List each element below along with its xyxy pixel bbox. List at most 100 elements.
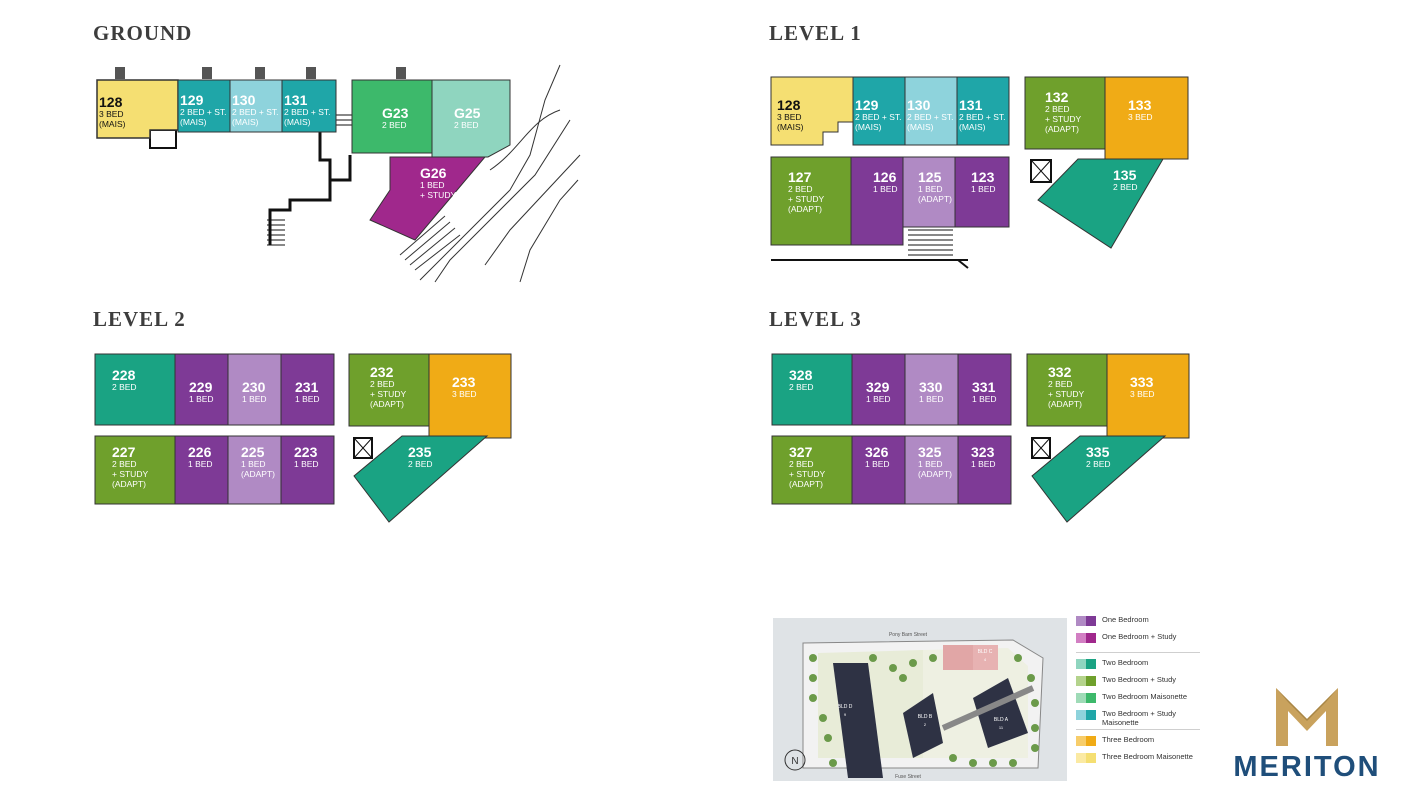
unit-description: 2 BED + ST. xyxy=(232,107,279,117)
legend-item: Two Bedroom Maisonette xyxy=(1076,692,1200,709)
unit-number: 231 xyxy=(295,379,319,395)
unit-number: 327 xyxy=(789,444,813,460)
unit-description: 2 BED xyxy=(1045,104,1070,114)
unit-description: 2 BED xyxy=(112,459,137,469)
unit-number: 225 xyxy=(241,444,265,460)
legend-item: One Bedroom + Study xyxy=(1076,632,1200,649)
unit-description: 2 BED + ST. xyxy=(284,107,331,117)
unit-description: + STUDY xyxy=(788,194,824,204)
unit-number: 129 xyxy=(180,92,204,108)
unit-description: + STUDY xyxy=(1045,114,1081,124)
unit-description: 3 BED xyxy=(99,109,124,119)
unit-number: 132 xyxy=(1045,89,1069,105)
unit-description: + STUDY xyxy=(420,190,456,200)
site-map-drawing: N Pony Barn Street Fuse Street BLD D 9 B… xyxy=(784,632,1044,780)
unit-description: 1 BED xyxy=(188,459,213,469)
unit-number: 125 xyxy=(918,169,942,185)
unit-description: 2 BED + ST. xyxy=(959,112,1006,122)
bld-b-levels: 2 xyxy=(924,722,927,727)
unit-number: 333 xyxy=(1130,374,1154,390)
unit-number: 135 xyxy=(1113,167,1137,183)
ground-stairs-lines xyxy=(267,114,352,246)
unit-description: (ADAPT) xyxy=(112,479,146,489)
bld-a-levels: 11 xyxy=(999,725,1004,730)
unit-number: 128 xyxy=(99,94,123,110)
legend-swatch xyxy=(1076,676,1096,686)
unit-description: 2 BED xyxy=(789,459,814,469)
bld-c-levels: 4 xyxy=(984,657,987,662)
compass-label: N xyxy=(791,756,798,767)
unit-description: (MAIS) xyxy=(959,122,986,132)
level1-stairs xyxy=(908,229,953,256)
unit-number: 127 xyxy=(788,169,812,185)
unit-description: 2 BED xyxy=(788,184,813,194)
unit-description: + STUDY xyxy=(1048,389,1084,399)
unit-description: 1 BED xyxy=(241,459,266,469)
unit-number: 330 xyxy=(919,379,943,395)
unit-number: 329 xyxy=(866,379,890,395)
legend-item: Three Bedroom Maisonette xyxy=(1076,752,1200,769)
unit-number: 335 xyxy=(1086,444,1110,460)
unit-description: (MAIS) xyxy=(180,117,207,127)
street-pony-barn: Pony Barn Street xyxy=(889,632,928,638)
legend-swatch xyxy=(1076,736,1096,746)
legend-swatch xyxy=(1076,710,1096,720)
unit-number: 233 xyxy=(452,374,476,390)
unit-description: (ADAPT) xyxy=(918,194,952,204)
level3-units xyxy=(771,353,1190,523)
level2-core xyxy=(353,437,373,459)
unit-description: 1 BED xyxy=(918,459,943,469)
unit-number: 232 xyxy=(370,364,394,380)
unit-description: + STUDY xyxy=(370,389,406,399)
unit-description: + STUDY xyxy=(112,469,148,479)
legend-label: Two Bedroom Maisonette xyxy=(1102,692,1188,701)
unit-number: G25 xyxy=(454,105,481,121)
unit-number: G23 xyxy=(382,105,409,121)
unit-description: 1 BED xyxy=(295,394,320,404)
legend-label: One Bedroom + Study xyxy=(1102,632,1177,641)
site-map: N Pony Barn Street Fuse Street BLD D 9 B… xyxy=(773,618,1067,781)
unit-description: 2 BED xyxy=(789,382,814,392)
ground-roads xyxy=(399,64,581,283)
ground-walls xyxy=(149,118,352,245)
unit-description: 1 BED xyxy=(866,394,891,404)
legend-item: Two Bedroom + Study Maisonette xyxy=(1076,709,1200,727)
unit-number: 328 xyxy=(789,367,813,383)
unit-description: (ADAPT) xyxy=(1045,124,1079,134)
legend-item: Two Bedroom + Study xyxy=(1076,675,1200,692)
unit-description: (MAIS) xyxy=(907,122,934,132)
bld-d-levels: 9 xyxy=(844,712,847,717)
unit-number: 230 xyxy=(242,379,266,395)
unit-number: 326 xyxy=(865,444,889,460)
unit-description: 2 BED + ST. xyxy=(180,107,227,117)
unit-description: (ADAPT) xyxy=(370,399,404,409)
level2-title: LEVEL 2 xyxy=(93,307,186,331)
unit-description: 1 BED xyxy=(189,394,214,404)
meriton-logo: MERITON xyxy=(1228,686,1386,783)
legend-label: Two Bedroom + Study xyxy=(1102,675,1176,684)
unit-description: 1 BED xyxy=(873,184,898,194)
legend-swatch xyxy=(1076,753,1096,763)
bld-b-label: BLD B xyxy=(918,714,933,720)
unit-number: 130 xyxy=(907,97,931,113)
bld-d-footprint xyxy=(833,663,883,778)
unit-description: 1 BED xyxy=(918,184,943,194)
level1-walls xyxy=(771,159,1052,269)
unit-description: (MAIS) xyxy=(777,122,804,132)
bld-c-footprint xyxy=(943,645,973,670)
unit-number: 133 xyxy=(1128,97,1152,113)
unit-number: 323 xyxy=(971,444,995,460)
unit-description: 2 BED xyxy=(454,120,479,130)
ground-title: GROUND xyxy=(93,21,193,45)
unit-description: 2 BED xyxy=(1113,182,1138,192)
legend-label: Three Bedroom xyxy=(1102,735,1155,744)
unit-description: 1 BED xyxy=(972,394,997,404)
